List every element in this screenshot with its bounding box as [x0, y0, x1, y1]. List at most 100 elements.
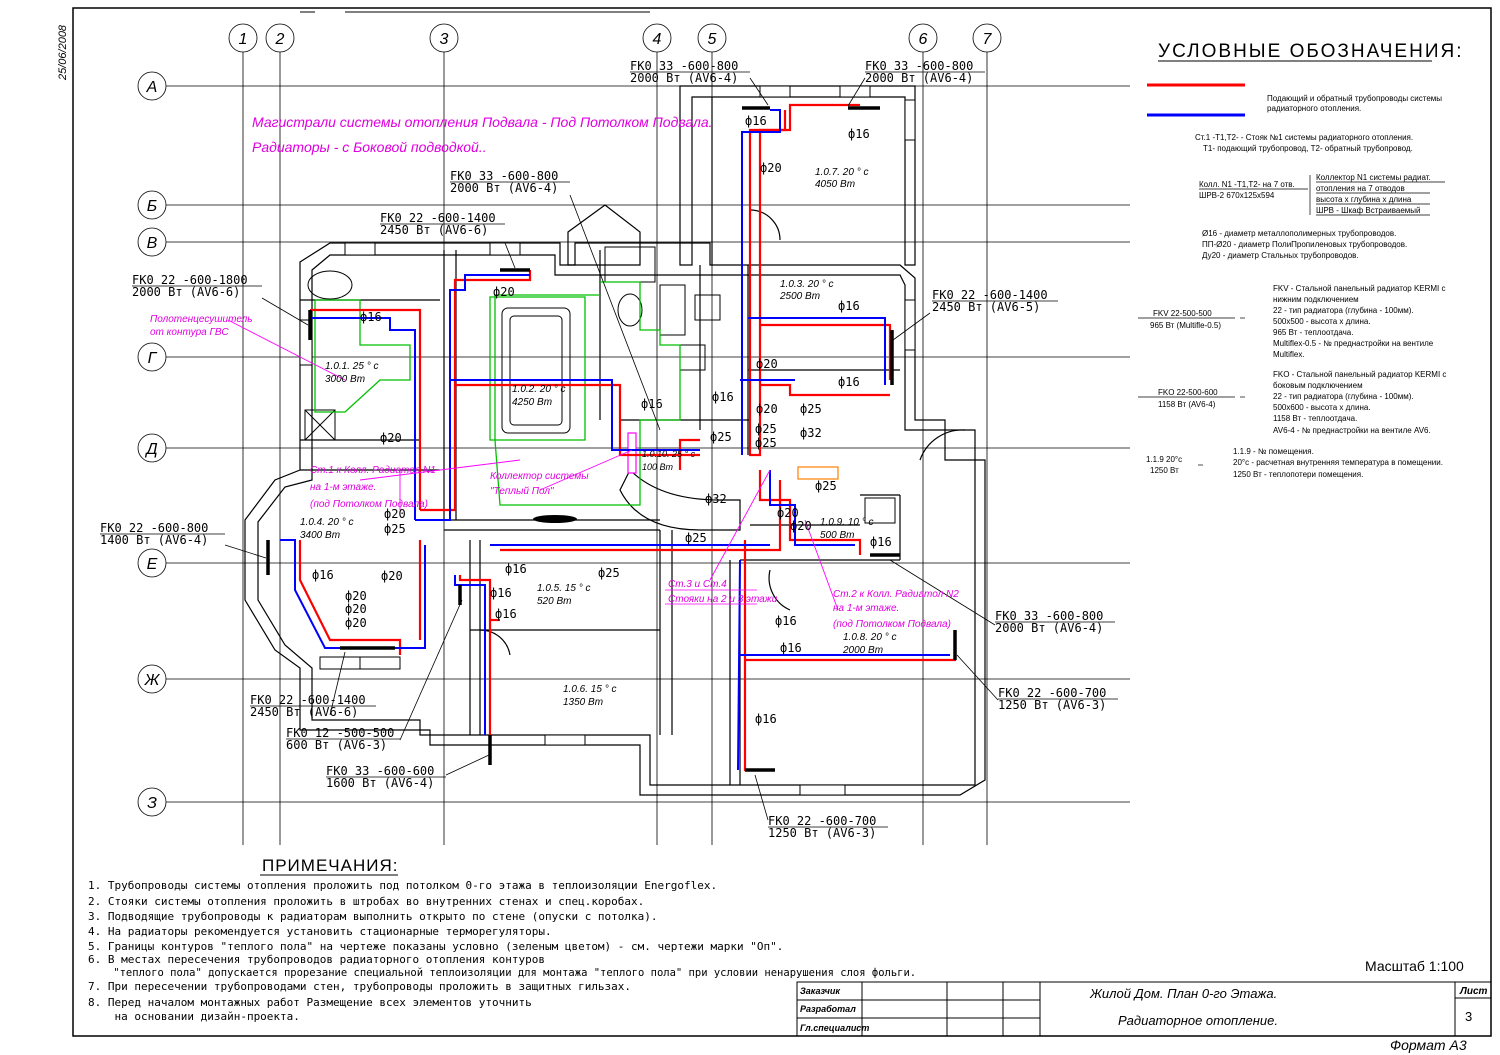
pipe-label: ф20	[380, 431, 402, 445]
legend-fko-desc: 22 - тип радиатора (глубина - 100мм).	[1273, 392, 1414, 401]
radiator-spec: 2000 Вт (AV6-4)	[630, 71, 738, 85]
pipe-label: ф25	[685, 531, 707, 545]
legend-rules	[1138, 175, 1445, 466]
pipe-label: ф32	[800, 426, 822, 440]
radiator-code: FK0 22 -600-1400	[380, 211, 496, 225]
grid-rows	[137, 71, 1130, 817]
grid-columns	[228, 23, 1002, 845]
pipe-label: ф20	[756, 357, 778, 371]
pipe-label: ф20	[345, 602, 367, 616]
scale-label: Масштаб 1:100	[1365, 958, 1464, 974]
radiator-code: FK0 33 -600-600	[326, 764, 434, 778]
title-note-1: Магистрали системы отопления Подвала - П…	[252, 114, 713, 130]
legend-fko-desc: FKO - Стальной панельный радиатор KERMI …	[1273, 370, 1446, 379]
radiator-code: FK0 22 -600-1800	[132, 273, 248, 287]
room-id: 1.0.1. 25 ° c	[325, 361, 378, 372]
radiator-code: FK0 22 -600-1400	[250, 693, 366, 707]
pipe-label: ф16	[838, 375, 860, 389]
room-id: 1.0.4. 20 ° c	[300, 517, 353, 528]
leader-lines	[224, 77, 999, 821]
legend-koll-left: Колл. N1 -Т1,Т2- на 7 отв.	[1199, 180, 1295, 189]
radiator-code: FK0 33 -600-800	[630, 59, 738, 73]
legend-fkv-desc: 22 - тип радиатора (глубина - 100мм).	[1273, 306, 1414, 315]
radiator-spec: 2450 Вт (AV6-6)	[380, 223, 488, 237]
col-label-6: 6	[919, 31, 928, 48]
pipe-label: ф25	[598, 566, 620, 580]
legend-text: Подающий и обратный трубопроводы системы…	[1146, 94, 1446, 479]
warm-floor-contours	[314, 281, 681, 506]
legend-title: УСЛОВНЫЕ ОБОЗНАЧЕНИЯ:	[1158, 41, 1464, 62]
pipe-label: ф16	[848, 127, 870, 141]
pipe-label: ф20	[345, 616, 367, 630]
legend-diam: Ø16 - диаметр металлополимерных трубопро…	[1202, 229, 1396, 238]
drawing-subtitle: Радиаторное отопление.	[1118, 1013, 1278, 1028]
radiator-code: FK0 12 -500-500	[286, 726, 394, 740]
legend-room-desc: 1.1.9 - № помещения.	[1233, 447, 1314, 456]
sheet-label: Лист	[1459, 986, 1488, 997]
radiator-spec: 2000 Вт (AV6-4)	[865, 71, 973, 85]
return-pipes	[280, 109, 950, 771]
legend-fkv-desc: FKV - Стальной панельный радиатор KERMI …	[1273, 284, 1446, 293]
collector-note: "Теплый Пол"	[490, 486, 554, 497]
pipe-label: ф20	[384, 507, 406, 521]
towel-dryer-note: Полотенцесушитель	[150, 314, 253, 325]
pipe-label: ф16	[641, 397, 663, 411]
room-load: 3000 Вт	[325, 374, 365, 385]
col-label-1: 1	[239, 31, 248, 48]
legend-fkv-desc: Multiflex.	[1273, 350, 1305, 359]
row-label-a: А	[146, 79, 158, 96]
room-load: 500 Вт	[820, 530, 854, 541]
radiator-labels: FK0 33 -600-800 2000 Вт (AV6-4) FK0 33 -…	[100, 59, 1106, 840]
legend-fko-desc: 500х600 - высота х длина.	[1273, 403, 1371, 412]
row-label-z: З	[147, 795, 157, 812]
radiator-spec: 2450 Вт (AV6-5)	[932, 300, 1040, 314]
legend-st-desc: Т1- подающий трубопровод, Т2- обратный т…	[1203, 144, 1413, 153]
legend-koll-right: Коллектор N1 системы радиат.	[1316, 173, 1431, 182]
radiator-code: FK0 33 -600-800	[450, 169, 558, 183]
notes-list: 1. Трубопроводы системы отопления пролож…	[88, 879, 916, 1023]
radiator-code: FK0 22 -600-700	[998, 686, 1106, 700]
legend-koll-right: отопления на 7 отводов	[1316, 184, 1405, 193]
pipe-label: ф16	[712, 390, 734, 404]
legend-fko-desc: боковым подключением	[1273, 381, 1363, 390]
radiator-spec: 2000 Вт (AV6-6)	[132, 285, 240, 299]
radiator-code: FK0 22 -600-800	[100, 521, 208, 535]
col-label-3: 3	[440, 31, 449, 48]
role-chief: Гл.специалист	[800, 1023, 869, 1033]
radiator-underlines	[100, 71, 1118, 828]
notes-title: ПРИМЕЧАНИЯ:	[262, 856, 398, 875]
pipe-label: ф16	[495, 607, 517, 621]
pipe-label: ф16	[490, 586, 512, 600]
room-load: 100 Вт	[642, 462, 674, 472]
room-load: 4250 Вт	[512, 397, 552, 408]
legend-koll-left: ШРВ-2 670х125х594	[1199, 191, 1275, 200]
legend-fkv-label: FKV 22-500-500	[1153, 309, 1212, 318]
radiator-code: FK0 33 -600-800	[995, 609, 1103, 623]
legend-room-desc: 1250 Вт - теплопотери помещения.	[1233, 470, 1363, 479]
drain-grille	[533, 515, 577, 523]
room-load: 2000 Вт	[842, 645, 883, 656]
annotation-leaders	[227, 319, 839, 611]
pipe-diameter-labels: ф16 ф16 ф20 ф20 ф16 ф16 ф20 ф16 ф16 ф16 …	[312, 114, 892, 726]
radiator-code: FK0 22 -600-700	[768, 814, 876, 828]
pipe-label: ф16	[360, 310, 382, 324]
radiator-spec: 600 Вт (AV6-3)	[286, 738, 387, 752]
windows	[299, 85, 916, 796]
radiator-spec: 1250 Вт (AV6-3)	[768, 826, 876, 840]
col-label-4: 4	[653, 31, 662, 48]
room-id: 1.0.3. 20 ° c	[780, 279, 833, 290]
pipe-label: ф20	[345, 589, 367, 603]
note-item: 3. Подводящие трубопроводы к радиаторам …	[88, 910, 658, 923]
pipe-label: ф20	[760, 161, 782, 175]
pipe-label: ф25	[384, 522, 406, 536]
note-item: 6. В местах пересечения трубопроводов ра…	[88, 953, 545, 966]
pipe-label: ф25	[755, 436, 777, 450]
room-id: 1.0.10. 25 ° c	[642, 449, 696, 459]
room-id: 1.0.8. 20 ° c	[843, 632, 896, 643]
pipe-label: ф16	[870, 535, 892, 549]
row-label-b: Б	[147, 198, 157, 215]
orange-radiator	[797, 466, 839, 480]
pipe-label: ф16	[755, 712, 777, 726]
legend-fkv-label: 965 Вт (Multifle-0.5)	[1150, 321, 1221, 330]
role-customer: Заказчик	[800, 986, 840, 996]
